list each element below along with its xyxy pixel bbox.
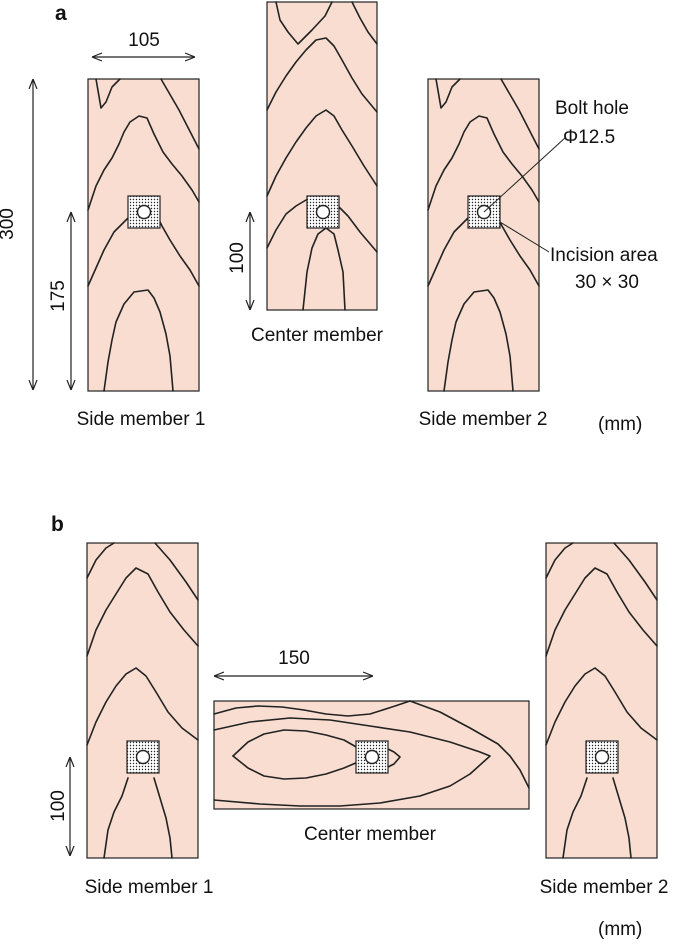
units-a: (mm): [598, 414, 642, 435]
bolt-hole-leader: [483, 136, 567, 213]
dim-width-label: 105: [128, 30, 160, 51]
side-member-2-a: [427, 78, 540, 392]
bolt-hole-size: Φ12.5: [563, 127, 615, 148]
label-side-member-2-a: Side member 2: [419, 409, 548, 430]
dim-length-label: 300: [0, 208, 18, 240]
incision-title: Incision area: [550, 245, 658, 266]
side-member-1-a: [87, 78, 200, 392]
panel-a: a 105 300 175 Side member 1 100: [0, 1, 658, 435]
label-center-member-b: Center member: [304, 824, 437, 845]
label-side-member-1-a: Side member 1: [77, 409, 206, 430]
label-center-member-a: Center member: [251, 325, 384, 346]
dim-center-length-label: 150: [278, 648, 310, 669]
incision-size: 30 × 30: [575, 272, 639, 293]
side-member-1-b: [86, 542, 199, 859]
dim-hole-side-b-label: 100: [48, 790, 69, 822]
units-b: (mm): [598, 919, 642, 940]
label-side-member-1-b: Side member 1: [85, 877, 214, 898]
center-member-a: [266, 1, 378, 311]
dim-hole-side-label: 175: [48, 280, 69, 312]
panel-a-tag: a: [55, 2, 67, 25]
label-side-member-2-b: Side member 2: [540, 877, 669, 898]
side-member-2-b: [545, 542, 658, 859]
panel-b: b 100 Side member 1 150: [48, 513, 668, 940]
incision-leader: [499, 221, 550, 253]
dim-hole-center-label: 100: [227, 242, 248, 274]
center-member-b: [213, 700, 530, 810]
bolt-hole-title: Bolt hole: [555, 98, 629, 119]
panel-b-tag: b: [51, 513, 64, 536]
